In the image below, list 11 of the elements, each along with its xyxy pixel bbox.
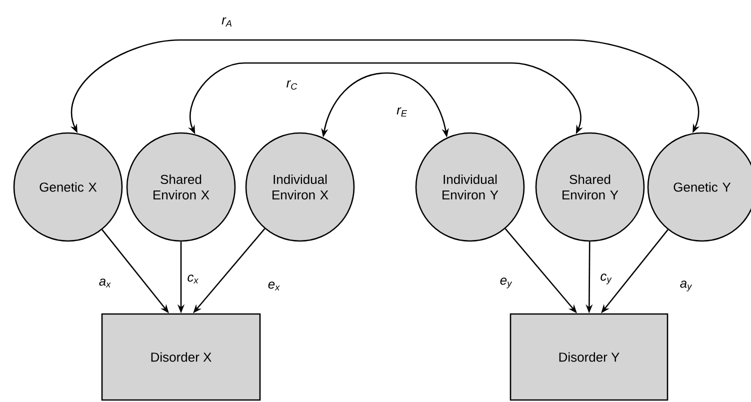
edge-label: r$_{A}$: [222, 17, 232, 27]
edge-label: a$_{y}$: [680, 280, 692, 292]
edge-label: e$_{y}$: [500, 278, 512, 288]
edge-label: r$_{C}$: [286, 80, 298, 90]
disorder-box: Disorder X: [101, 313, 261, 401]
edge-label: a$_{x}$: [99, 278, 111, 288]
edge-label: c$_{x}$: [188, 274, 199, 284]
edge-label: e$_{x}$: [268, 282, 280, 290]
edge-label: r$_{E}$: [396, 107, 408, 117]
disorder-box: Disorder Y: [510, 313, 668, 401]
edge-label: c$_{y}$: [600, 274, 612, 284]
